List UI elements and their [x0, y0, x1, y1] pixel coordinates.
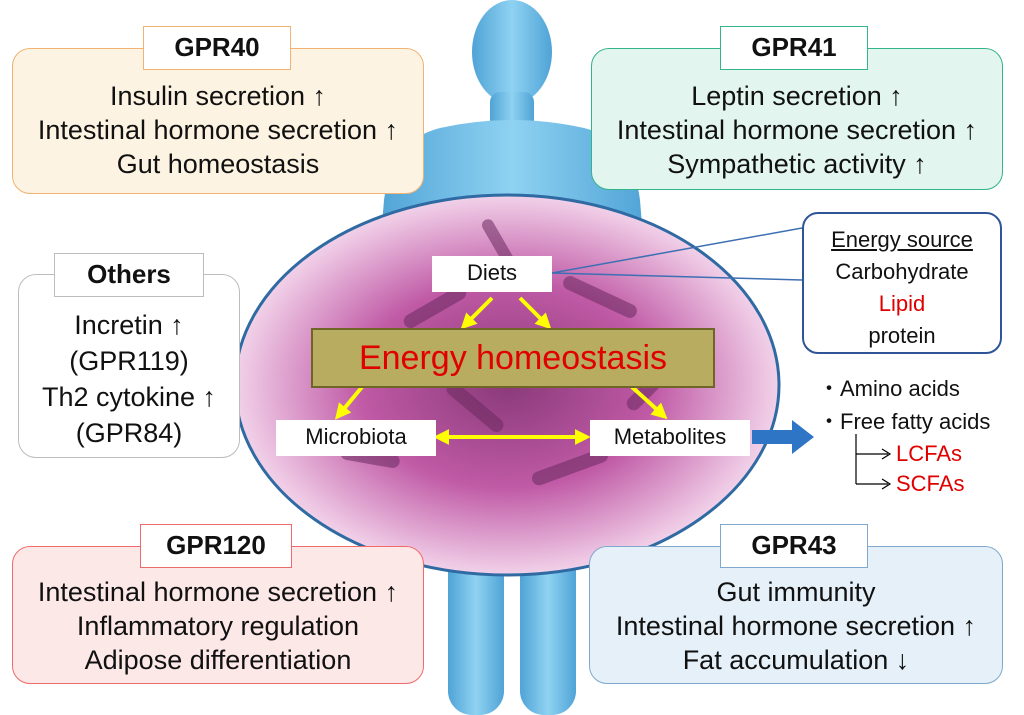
metabolites-label: Metabolites: [590, 420, 750, 456]
diets-label: Diets: [432, 256, 552, 292]
gpr120-title: GPR120: [140, 524, 292, 568]
gpr41-box: Leptin secretion ↑ Intestinal hormone se…: [591, 48, 1003, 190]
fatty-acid-subtype: SCFAs: [896, 471, 965, 496]
others-effect: (GPR84): [75, 418, 183, 448]
gpr120-box: Intestinal hormone secretion ↑ Inflammat…: [12, 546, 424, 684]
metabolite-item: ・Amino acids: [818, 376, 960, 401]
others-title: Others: [54, 253, 204, 297]
others-effect: Th2 cytokine ↑: [41, 382, 217, 412]
energy-source-item: protein: [868, 323, 936, 348]
others-effects: Incretin ↑ (GPR119) Th2 cytokine ↑ (GPR8…: [19, 307, 239, 451]
fatty-acid-subtype: LCFAs: [896, 441, 963, 466]
others-effect: (GPR119): [69, 346, 189, 376]
others-box: Incretin ↑ (GPR119) Th2 cytokine ↑ (GPR8…: [18, 274, 240, 458]
gpr120-effect: Adipose differentiation: [84, 645, 352, 675]
energy-source-box: Energy source Carbohydrate Lipid protein: [802, 212, 1002, 354]
gpr43-effect: Intestinal hormone secretion ↑: [615, 611, 977, 641]
gpr40-effects: Insulin secretion ↑ Intestinal hormone s…: [13, 79, 423, 181]
fatty-acid-branch-lines: [855, 434, 892, 490]
microbiota-label: Microbiota: [276, 420, 436, 456]
gpr40-effect: Gut homeostasis: [116, 149, 320, 179]
energy-source-item: Lipid: [878, 291, 926, 316]
gpr40-title: GPR40: [143, 26, 291, 70]
gpr40-box: Insulin secretion ↑ Intestinal hormone s…: [12, 48, 424, 194]
gpr120-effect: Inflammatory regulation: [76, 611, 360, 641]
yellow-arrows: [334, 296, 668, 445]
gpr43-effects: Gut immunity Intestinal hormone secretio…: [590, 575, 1002, 677]
energy-source-connector: [551, 227, 803, 281]
gpr41-effects: Leptin secretion ↑ Intestinal hormone se…: [592, 79, 1002, 181]
gpr41-effect: Leptin secretion ↑: [691, 81, 903, 111]
gpr120-effects: Intestinal hormone secretion ↑ Inflammat…: [13, 575, 423, 677]
energy-homeostasis-title: Energy homeostasis: [311, 328, 715, 388]
metabolites-outflow-arrow: [752, 420, 814, 454]
energy-source-heading: Energy source: [831, 227, 973, 252]
energy-source-item: Carbohydrate: [835, 259, 969, 284]
gpr43-effect: Gut immunity: [716, 577, 876, 607]
gpr41-effect: Sympathetic activity ↑: [667, 149, 927, 179]
metabolite-item: ・Free fatty acids: [818, 409, 991, 434]
gpr40-effect: Intestinal hormone secretion ↑: [37, 115, 399, 145]
gpr43-title: GPR43: [720, 524, 868, 568]
gpr43-effect: Fat accumulation ↓: [682, 645, 910, 675]
others-effect: Incretin ↑: [74, 310, 184, 340]
gpr41-effect: Intestinal hormone secretion ↑: [616, 115, 978, 145]
gpr40-effect: Insulin secretion ↑: [109, 81, 327, 111]
gpr120-effect: Intestinal hormone secretion ↑: [37, 577, 399, 607]
gpr41-title: GPR41: [720, 26, 868, 70]
